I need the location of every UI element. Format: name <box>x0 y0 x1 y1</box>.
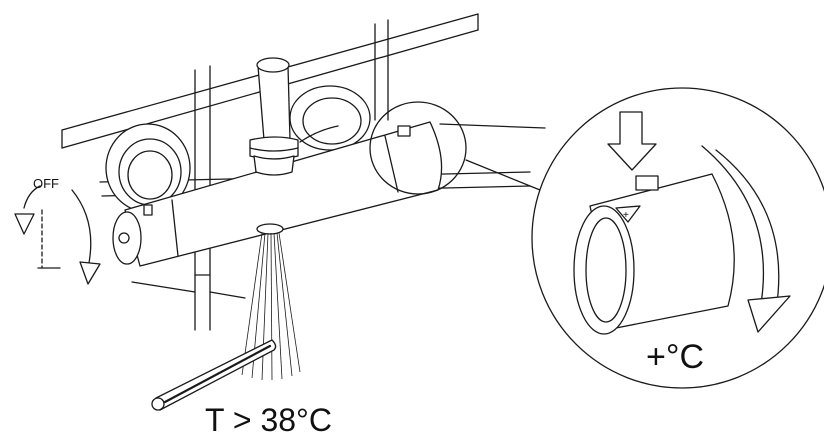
detail-zoom-circle <box>531 87 824 389</box>
plus-marker-label: + <box>623 210 629 221</box>
thermometer-icon <box>151 339 277 411</box>
zoom-leader-lines <box>439 123 546 191</box>
top-outlet-pipe <box>249 57 299 176</box>
push-arrow-icon <box>607 111 657 171</box>
rotate-arrow-icon <box>14 185 101 285</box>
increase-temp-label: +°C <box>646 338 704 376</box>
right-escutcheon <box>289 85 371 151</box>
off-label: OFF <box>33 176 59 191</box>
temperature-condition-label: T > 38°C <box>205 402 332 437</box>
temperature-knob <box>369 101 467 195</box>
off-handle <box>112 204 153 265</box>
left-escutcheon <box>105 123 191 213</box>
